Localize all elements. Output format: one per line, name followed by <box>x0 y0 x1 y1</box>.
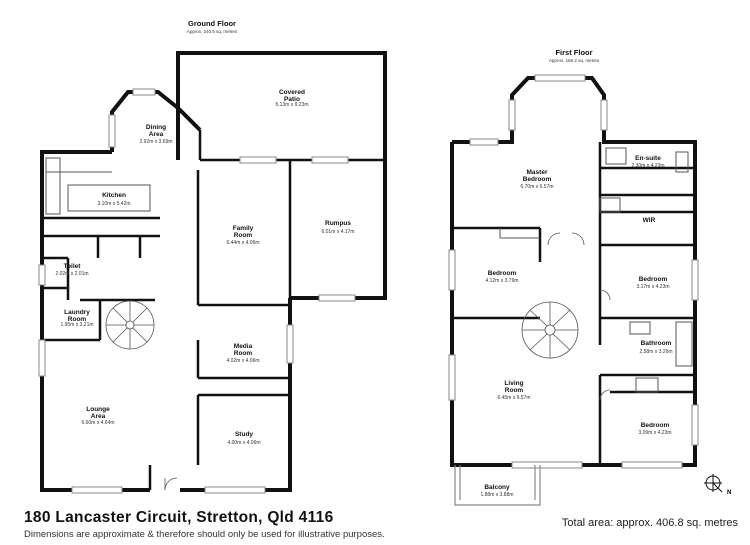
property-address: 180 Lancaster Circuit, Stretton, Qld 411… <box>24 509 334 526</box>
room-kitchen: Kitchen <box>102 192 126 199</box>
room-media-room-dims: 4.02m x 4.06m <box>226 358 259 364</box>
ground-floor-inner-walls <box>42 130 385 490</box>
room-balcony-dims: 1.88m x 3.88m <box>480 492 513 498</box>
room-covered-patio-dims: 5.13m x 9.23m <box>275 102 308 108</box>
room-rumpus: Rumpus <box>325 220 351 227</box>
room-bathroom: Bathroom <box>641 340 672 347</box>
room-toilet: Toilet <box>64 263 82 270</box>
balcony-outline <box>454 465 541 506</box>
ground-spiral-staircase <box>105 300 155 350</box>
room-rumpus-dims: 6.01m x 4.17m <box>321 229 354 235</box>
compass-north-label: N <box>727 490 731 496</box>
front-door <box>164 477 178 491</box>
total-area: Total area: approx. 406.8 sq. metres <box>561 517 738 529</box>
room-en-suite-dims: 2.30m x 4.23m <box>631 163 664 169</box>
disclaimer-text: Dimensions are approximate & therefore s… <box>24 529 385 540</box>
room-en-suite: En-suite <box>635 155 661 162</box>
first-spiral-staircase <box>521 301 579 359</box>
room-master-bedroom-dims: 6.70m x 6.57m <box>520 184 553 190</box>
room-living-room-dims: 6.45m x 6.57m <box>497 395 530 401</box>
room-bedroom-4-dims: 3.09m x 4.23m <box>638 430 671 436</box>
first-floor-area: Approx. 166.2 sq. metres <box>548 58 600 63</box>
room-laundry-room-dims: 1.95m x 3.21m <box>60 322 93 328</box>
room-toilet-dims: 2.02m x 2.01m <box>55 271 88 277</box>
ground-floor-title: Ground Floor <box>188 19 236 28</box>
ground-floor-windows <box>38 88 356 494</box>
first-floor-windows <box>448 74 699 469</box>
room-lounge-area-dims: 6.60m x 4.64m <box>81 420 114 426</box>
room-bedroom-3-dims: 3.17m x 4.23m <box>636 284 669 290</box>
first-floor-title: First Floor <box>555 48 593 57</box>
room-wir: WIR <box>643 217 656 224</box>
room-balcony: Balcony <box>484 484 510 491</box>
room-bedroom-2: Bedroom <box>488 270 517 277</box>
kitchen-benches <box>45 157 151 215</box>
ground-floor-area: Approx. 240.6 sq. metres <box>186 29 238 34</box>
room-study-dims: 4.00m x 4.06m <box>227 440 260 446</box>
room-kitchen-dims: 3.10m x 5.42m <box>97 201 130 207</box>
first-floor-fixtures <box>499 147 693 393</box>
room-dining-area-dims: 2.92m x 3.69m <box>139 139 172 145</box>
room-bedroom-2-dims: 4.12m x 3.79m <box>485 278 518 284</box>
room-family-room-dims: 6.44m x 4.06m <box>226 240 259 246</box>
room-study: Study <box>235 431 253 438</box>
room-bathroom-dims: 2.58m x 3.26m <box>639 349 672 355</box>
first-floor-inner-walls <box>452 142 695 465</box>
room-bedroom-3: Bedroom <box>639 276 668 283</box>
compass-rose <box>704 474 723 493</box>
room-bedroom-4: Bedroom <box>641 422 670 429</box>
first-floor-doors <box>547 232 611 401</box>
